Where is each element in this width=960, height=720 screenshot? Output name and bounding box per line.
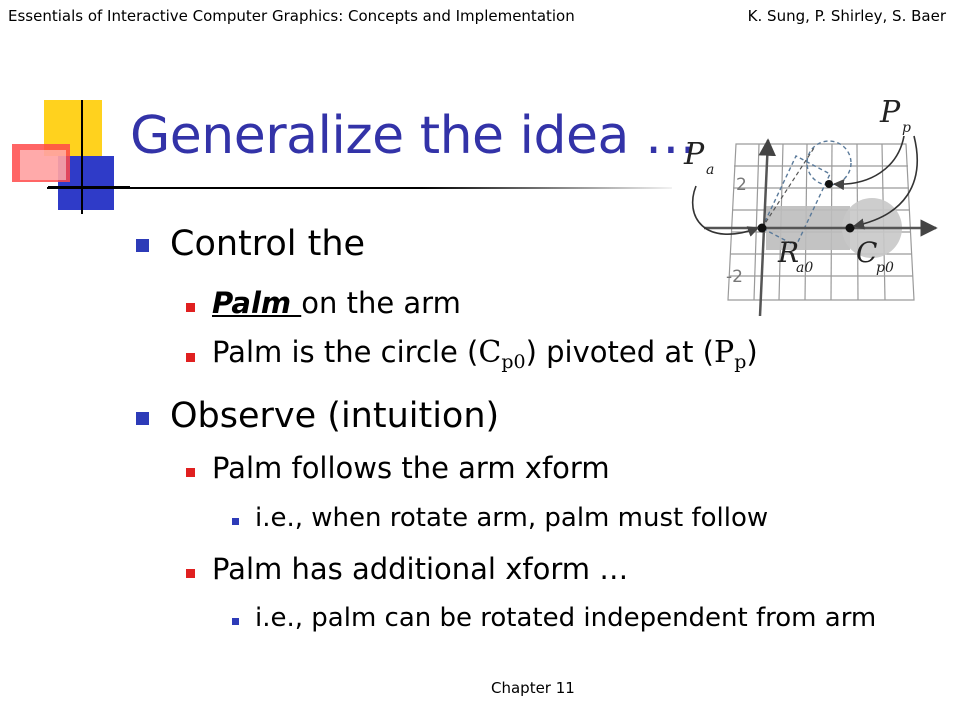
bullet-square (232, 618, 239, 625)
rotation-dashed-line (761, 147, 815, 229)
bullet-palm-follows: Palm follows the arm xform (212, 451, 610, 485)
label-pp-main: P (879, 95, 901, 130)
label-pp-sub: p (902, 120, 911, 136)
header-authors: K. Sung, P. Shirley, S. Baer (747, 7, 946, 25)
palm-rest-text: on the arm (301, 286, 461, 320)
rotated-arm-dashed (761, 155, 831, 247)
diagram-grid (727, 143, 915, 301)
pivot-point-ra0 (757, 223, 767, 233)
pivot-symbol-main: P (714, 335, 735, 370)
bullet-observe: Observe (intuition) (170, 396, 500, 436)
logo-red-square (12, 144, 70, 182)
pivot-symbol: Pp (714, 335, 747, 373)
tick-label-top: 2 (736, 175, 747, 195)
bullet-follows-detail: i.e., when rotate arm, palm must follow (255, 503, 769, 533)
tick-label-bottom: -2 (726, 267, 743, 287)
circle-mid-text: ) pivoted at ( (525, 335, 714, 369)
label-cp-sub: p0 (876, 260, 894, 276)
bullet-palm-on-arm: Palm on the arm (212, 286, 461, 320)
bullet-palm-circle: Palm is the circle (Cp0) pivoted at (Pp) (212, 335, 758, 373)
grid-line (753, 143, 760, 301)
circle-symbol-sub: p0 (501, 351, 526, 373)
palm-link[interactable]: Palm (212, 286, 302, 320)
header-course-title: Essentials of Interactive Computer Graph… (8, 7, 575, 25)
bullet-square (136, 412, 149, 425)
bullet-square (136, 239, 149, 252)
circle-end-text: ) (746, 335, 758, 369)
bullet-palm-additional: Palm has additional xform … (212, 552, 629, 586)
rotated-palm-dashed (806, 140, 852, 186)
label-ra-main: R (777, 236, 799, 269)
bullet-square (186, 468, 195, 477)
circle-symbol-main: C (478, 335, 502, 370)
bullet-square (186, 353, 195, 362)
bullet-square (186, 569, 195, 578)
arrow-pa (691, 185, 760, 237)
label-cp-main: C (856, 236, 877, 269)
bullet-square (186, 303, 195, 312)
pivot-symbol-sub: p (734, 351, 747, 373)
label-pa-main: P (683, 137, 705, 172)
bullet-square (232, 518, 239, 525)
slide-logo-decoration (12, 100, 130, 214)
pivot-point-rotated (825, 180, 833, 188)
slide-title: Generalize the idea … (130, 106, 697, 166)
label-ra-sub: a0 (796, 260, 813, 276)
grid-border (727, 143, 915, 301)
pivot-point-cp0 (845, 223, 855, 233)
bullet-additional-detail: i.e., palm can be rotated independent fr… (255, 603, 877, 633)
label-pa-sub: a (706, 162, 714, 178)
bullet-control: Control the (170, 224, 366, 264)
circle-symbol: Cp0 (478, 335, 526, 373)
palm-arm-diagram: P p P a R a0 C p0 2 -2 (683, 95, 938, 317)
footer-chapter: Chapter 11 (491, 679, 575, 697)
logo-white-fade (20, 150, 66, 180)
title-underline (47, 187, 672, 189)
arrow-pp-to-rotated (832, 135, 905, 191)
circle-prefix-text: Palm is the circle ( (212, 335, 479, 369)
arrow-pp-to-cp0 (852, 135, 918, 230)
